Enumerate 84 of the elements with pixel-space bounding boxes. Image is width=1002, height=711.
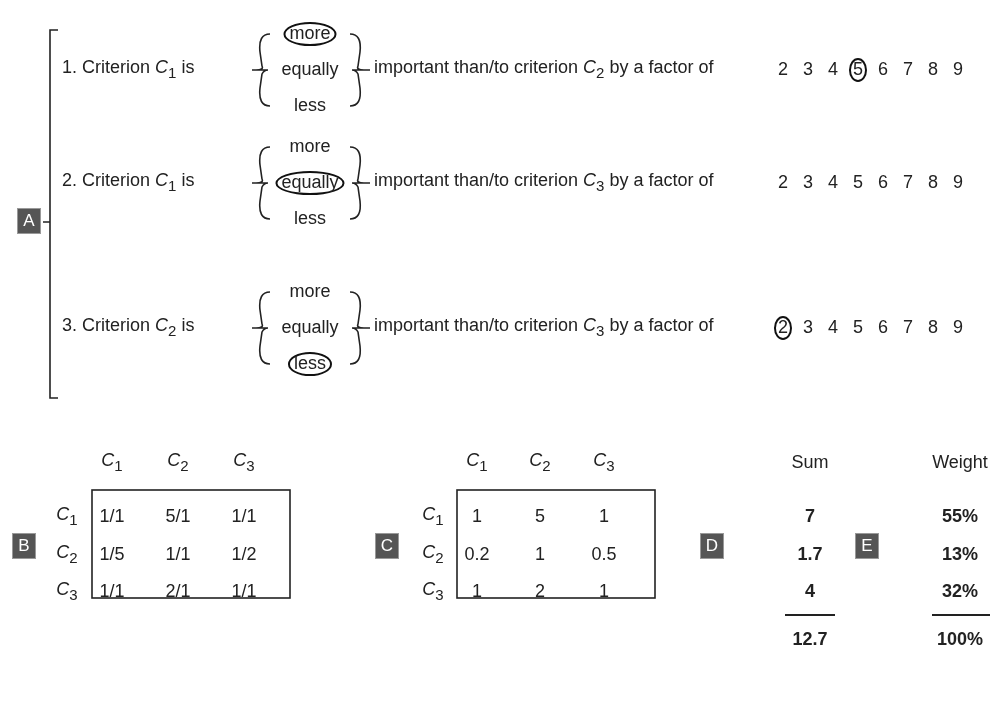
factor-number: 9 bbox=[953, 173, 963, 193]
weight-value: 32% bbox=[942, 582, 978, 602]
matrix-value: 0.5 bbox=[591, 545, 617, 565]
step-badge: B bbox=[12, 533, 36, 559]
column-header: C$_{3}$ bbox=[593, 451, 615, 475]
sum-value: 7 bbox=[805, 507, 815, 527]
factor-number: 2 bbox=[778, 60, 788, 80]
factor-number: 3 bbox=[803, 318, 813, 338]
matrix-value: 1/1 bbox=[99, 582, 125, 602]
factor-number: 9 bbox=[953, 318, 963, 338]
comparison-statement: important than/to criterion C$_{2}$ by a factor of bbox=[374, 58, 714, 82]
matrix-value: 0.2 bbox=[464, 545, 490, 565]
option-word: less bbox=[288, 352, 332, 376]
factor-number: 4 bbox=[828, 318, 838, 338]
factor-number: 3 bbox=[803, 60, 813, 80]
matrix-value: 1/5 bbox=[99, 545, 125, 565]
option-word: equally bbox=[281, 60, 339, 80]
row-header: C$_{3}$ bbox=[56, 580, 78, 604]
row-header: C$_{2}$ bbox=[56, 543, 78, 567]
factor-number: 6 bbox=[878, 318, 888, 338]
matrix-value: 1 bbox=[599, 507, 609, 527]
factor-number: 2 bbox=[778, 173, 788, 193]
matrix-value: 1 bbox=[472, 582, 482, 602]
matrix-value: 2/1 bbox=[165, 582, 191, 602]
step-badge: C bbox=[375, 533, 399, 559]
column-header: C$_{3}$ bbox=[233, 451, 255, 475]
row-header: C$_{1}$ bbox=[422, 505, 444, 529]
comparison-statement: important than/to criterion C$_{3}$ by a factor of bbox=[374, 171, 714, 195]
matrix-value: 1/2 bbox=[231, 545, 257, 565]
factor-number: 6 bbox=[878, 173, 888, 193]
factor-number: 4 bbox=[828, 60, 838, 80]
column-header: C$_{2}$ bbox=[529, 451, 551, 475]
step-badge: E bbox=[855, 533, 879, 559]
step-badge: A bbox=[17, 208, 41, 234]
factor-number: 9 bbox=[953, 60, 963, 80]
factor-number: 5 bbox=[853, 173, 863, 193]
weight-value: 13% bbox=[942, 545, 978, 565]
factor-number: 8 bbox=[928, 60, 938, 80]
row-header: C$_{3}$ bbox=[422, 580, 444, 604]
factor-number: 2 bbox=[774, 316, 792, 340]
option-word: more bbox=[289, 137, 331, 157]
factor-number: 8 bbox=[928, 318, 938, 338]
factor-number: 7 bbox=[903, 318, 913, 338]
matrix-value: 1 bbox=[535, 545, 545, 565]
matrix-value: 1/1 bbox=[99, 507, 125, 527]
factor-number: 8 bbox=[928, 173, 938, 193]
factor-number: 5 bbox=[849, 58, 867, 82]
step-badge: D bbox=[700, 533, 724, 559]
matrix-value: 1/1 bbox=[231, 582, 257, 602]
option-word: equally bbox=[275, 171, 345, 195]
column-header: Sum bbox=[791, 453, 829, 473]
row-header: C$_{2}$ bbox=[422, 543, 444, 567]
matrix-value: 1 bbox=[472, 507, 482, 527]
total-value: 100% bbox=[937, 630, 983, 650]
option-word: less bbox=[294, 96, 326, 116]
matrix-value: 2 bbox=[535, 582, 545, 602]
option-word: less bbox=[294, 209, 326, 229]
option-word: equally bbox=[281, 318, 339, 338]
criterion-statement: 2. Criterion C$_{1}$ is bbox=[62, 171, 195, 195]
sum-value: 4 bbox=[805, 582, 815, 602]
matrix-value: 5/1 bbox=[165, 507, 191, 527]
sum-value: 1.7 bbox=[797, 545, 823, 565]
criterion-statement: 1. Criterion C$_{1}$ is bbox=[62, 58, 195, 82]
factor-number: 7 bbox=[903, 60, 913, 80]
option-word: more bbox=[283, 22, 337, 46]
matrix-value: 5 bbox=[535, 507, 545, 527]
matrix-value: 1 bbox=[599, 582, 609, 602]
option-word: more bbox=[289, 282, 331, 302]
column-header: C$_{1}$ bbox=[466, 451, 488, 475]
row-header: C$_{1}$ bbox=[56, 505, 78, 529]
factor-number: 3 bbox=[803, 173, 813, 193]
criterion-statement: 3. Criterion C$_{2}$ is bbox=[62, 316, 195, 340]
factor-number: 4 bbox=[828, 173, 838, 193]
factor-number: 6 bbox=[878, 60, 888, 80]
column-header: C$_{1}$ bbox=[101, 451, 123, 475]
matrix-value: 1/1 bbox=[165, 545, 191, 565]
matrix-value: 1/1 bbox=[231, 507, 257, 527]
comparison-statement: important than/to criterion C$_{3}$ by a factor of bbox=[374, 316, 714, 340]
column-header: Weight bbox=[932, 453, 988, 473]
column-header: C$_{2}$ bbox=[167, 451, 189, 475]
factor-number: 5 bbox=[853, 318, 863, 338]
factor-number: 7 bbox=[903, 173, 913, 193]
weight-value: 55% bbox=[942, 507, 978, 527]
total-value: 12.7 bbox=[792, 630, 828, 650]
